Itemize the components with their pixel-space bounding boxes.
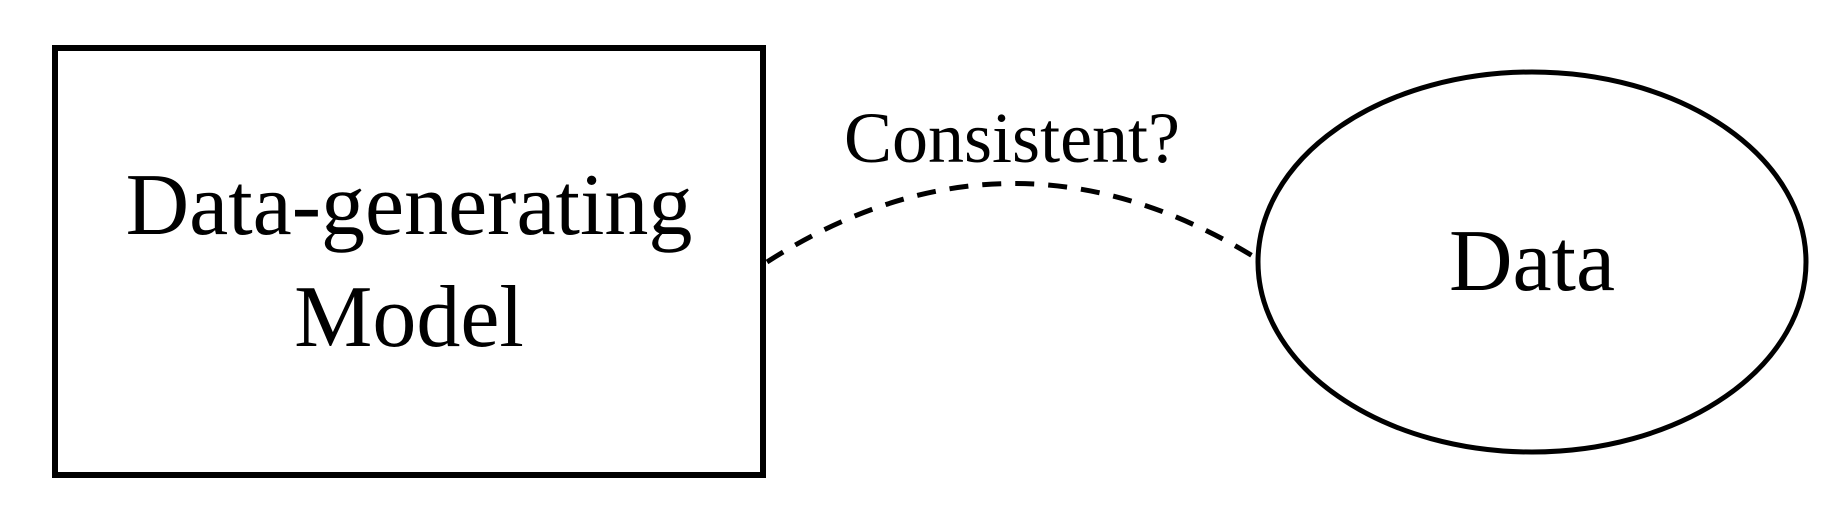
data-node-label-text: Data	[1448, 213, 1616, 310]
connector-label-text: Consistent?	[844, 98, 1180, 178]
model-box-outline	[52, 45, 766, 478]
data-node-label: Data	[1256, 70, 1808, 454]
model-box-label-line1: Data-generating	[125, 156, 693, 254]
connector-label: Consistent?	[812, 95, 1212, 181]
data-ellipse-outline	[1255, 69, 1809, 455]
model-box-label-line2: Model	[294, 268, 524, 366]
model-box-label: Data-generating Model	[52, 45, 766, 478]
consistency-connector-line	[765, 181, 1258, 265]
